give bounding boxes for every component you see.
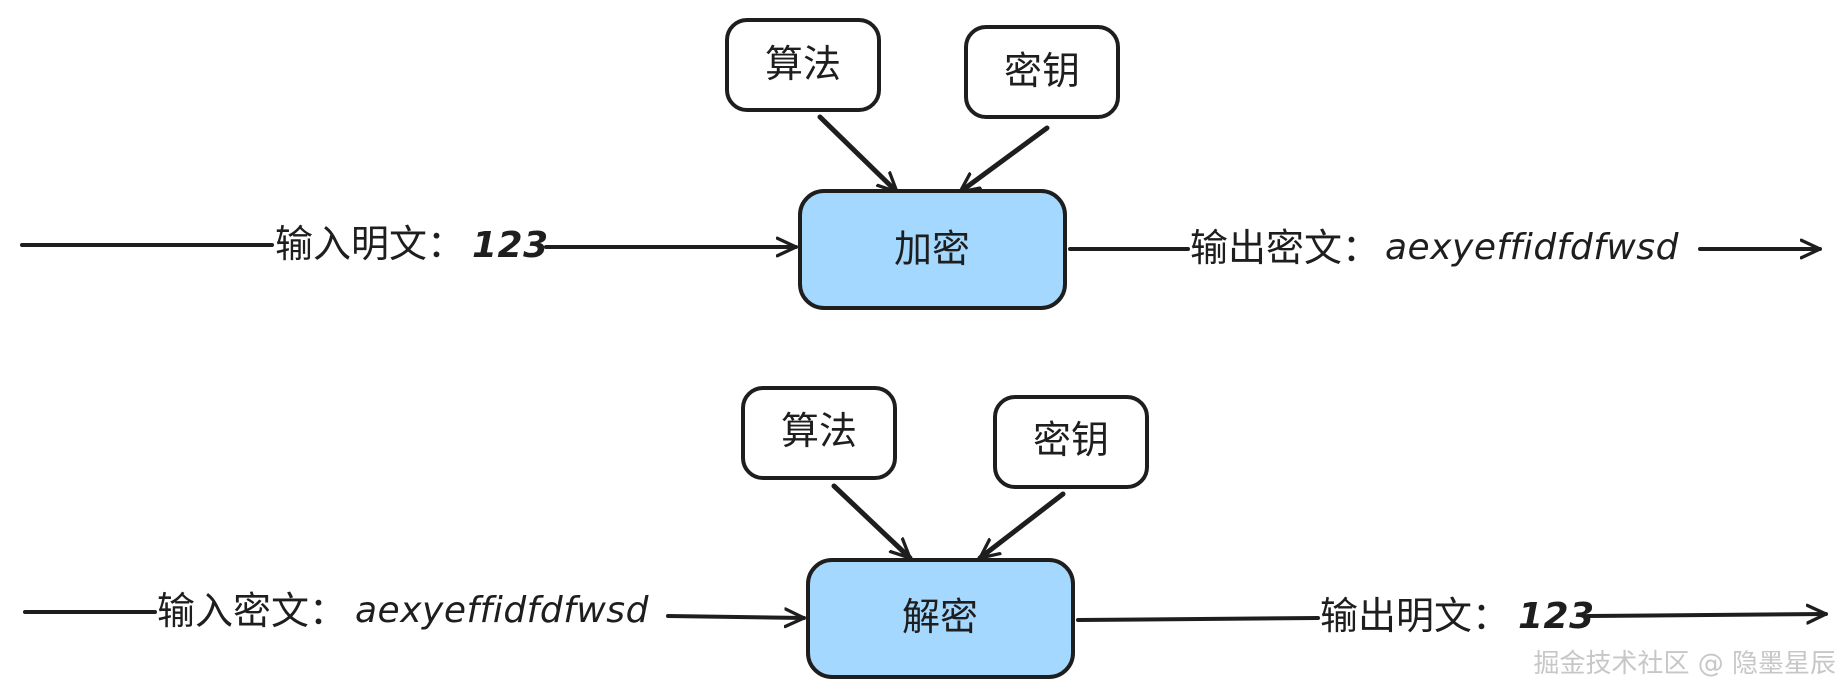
- decrypt-algorithm-label: 算法: [781, 409, 857, 453]
- encrypt-algorithm-arrow: [817, 114, 900, 195]
- encrypt-algorithm-box: 算法: [725, 18, 881, 112]
- encrypt-key-box: 密钥: [964, 25, 1120, 119]
- encrypt-process-label: 加密: [894, 227, 970, 271]
- encrypt-process-box: 加密: [798, 189, 1067, 310]
- decrypt-input-value: aexyeffidfdfwsd: [355, 590, 650, 631]
- decrypt-output-arrow: [1586, 614, 1828, 616]
- decrypt-algorithm-box: 算法: [741, 386, 897, 480]
- decrypt-algorithm-arrow: [831, 483, 913, 561]
- encrypt-key-arrow: [957, 125, 1050, 195]
- watermark-text: 掘金技术社区 @ 隐墨星辰: [1533, 649, 1836, 679]
- encrypt-input-label: 输入明文：: [275, 222, 465, 266]
- decrypt-output-value: 123: [1518, 596, 1595, 637]
- decrypt-key-box: 密钥: [993, 395, 1149, 489]
- encrypt-input-value: 123: [472, 225, 549, 266]
- decrypt-input-arrow: [666, 616, 806, 618]
- decrypt-process-label: 解密: [902, 595, 978, 639]
- encrypt-key-label: 密钥: [1004, 49, 1080, 93]
- decrypt-output-line-start: [1076, 616, 1320, 622]
- decrypt-process-box: 解密: [806, 558, 1075, 679]
- decrypt-flow: 算法 密钥 解密 输入密文： aexyeffidfdfwsd 输出明文：: [23, 386, 1828, 679]
- encrypt-flow: 算法 密钥 加密 输入明文： 123 输出密文： aexyeffidfdf: [20, 18, 1822, 310]
- decrypt-input-label: 输入密文：: [157, 589, 347, 633]
- decrypt-key-label: 密钥: [1033, 418, 1109, 462]
- encrypt-output-value: aexyeffidfdfwsd: [1385, 227, 1680, 268]
- encrypt-output-label: 输出密文：: [1190, 226, 1380, 270]
- decrypt-output-label: 输出明文：: [1320, 594, 1510, 638]
- decrypt-key-arrow: [977, 491, 1066, 561]
- encrypt-algorithm-label: 算法: [765, 42, 841, 86]
